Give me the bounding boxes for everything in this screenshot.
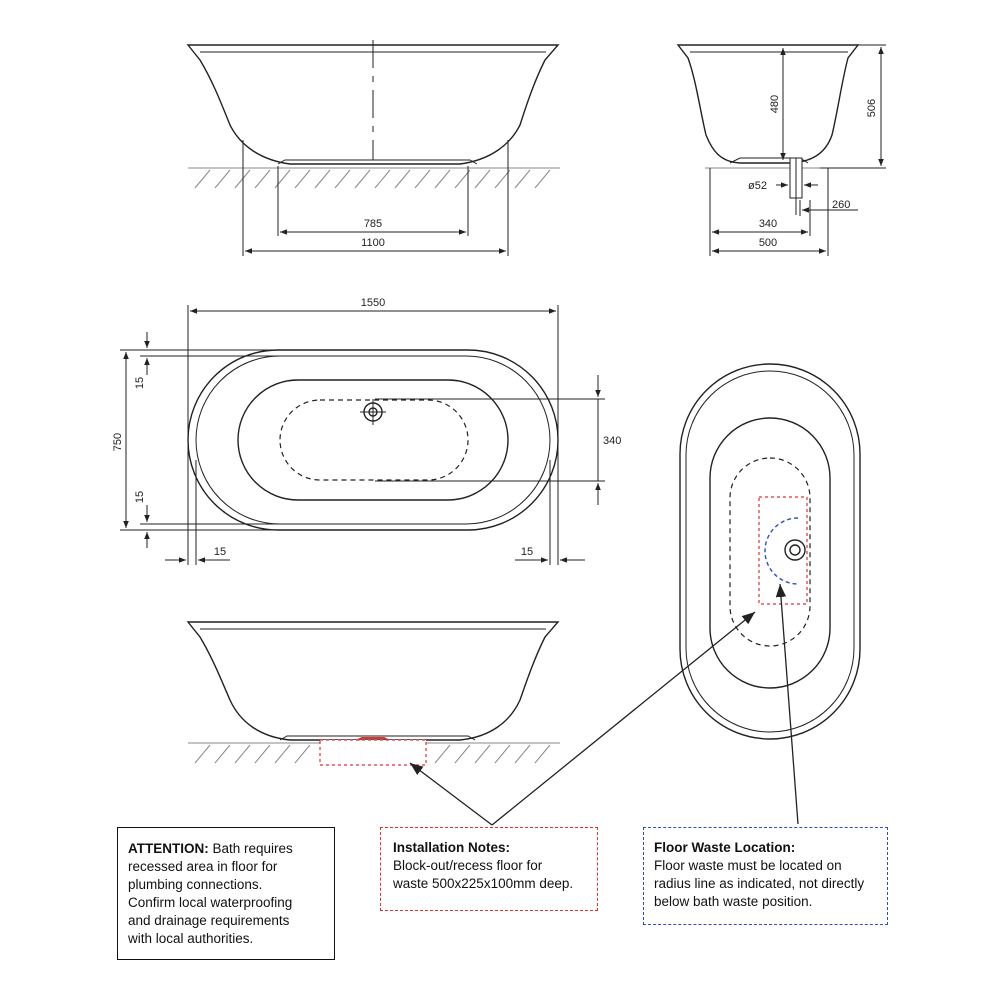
floor-waste-location-note: Floor Waste Location: Floor waste must b… (643, 827, 888, 925)
leader-arrows (409, 583, 799, 826)
floor-hatch (188, 167, 560, 189)
dim-785: 785 (364, 218, 382, 230)
recess-block-out (319, 739, 427, 766)
dim-1550: 1550 (361, 297, 385, 309)
waste-recess-zone (758, 496, 808, 605)
dim-side-340: 340 (759, 218, 777, 230)
floor-waste-line: Floor waste must be located on (654, 858, 842, 873)
floor-waste-heading: Floor Waste Location: (654, 840, 796, 855)
floor-waste-line: below bath waste position. (654, 894, 813, 909)
installation-heading: Installation Notes: (393, 840, 511, 855)
dim-506: 506 (866, 99, 878, 117)
plan-view-waste-location (679, 363, 861, 740)
dim-15-left: 15 (214, 546, 226, 558)
dim-1100: 1100 (361, 237, 385, 249)
dim-15-top: 15 (134, 377, 146, 389)
attention-text-first: Bath requires (212, 841, 293, 856)
attention-line: with local authorities. (128, 931, 254, 946)
dim-500: 500 (759, 237, 777, 249)
attention-note: ATTENTION: Bath requires recessed area i… (117, 827, 335, 960)
dim-15-bottom: 15 (134, 491, 146, 503)
floor-waste-line: radius line as indicated, not directly (654, 876, 865, 891)
attention-line: plumbing connections. (128, 877, 263, 892)
installation-notes: Installation Notes: Block-out/recess flo… (380, 827, 598, 911)
floor-waste-radius (764, 517, 799, 585)
side-bath-outline (676, 44, 860, 164)
attention-heading: ATTENTION: (128, 841, 209, 856)
plan-view (120, 305, 605, 565)
plan-outer-rim (187, 349, 559, 531)
installation-line: waste 500x225x100mm deep. (393, 876, 574, 891)
dim-plan-340: 340 (603, 435, 621, 447)
dim-750: 750 (112, 433, 124, 451)
attention-line: Confirm local waterproofing (128, 895, 293, 910)
dim-260: 260 (832, 199, 850, 211)
attention-line: recessed area in floor for (128, 859, 278, 874)
plan-inner-basin (237, 379, 509, 501)
front-elevation (186, 40, 560, 256)
installation-line: Block-out/recess floor for (393, 858, 543, 873)
dim-15-right: 15 (521, 546, 533, 558)
front-elevation-recess (186, 621, 560, 766)
attention-line: and drainage requirements (128, 913, 290, 928)
side-elevation (676, 44, 886, 256)
dim-480: 480 (769, 95, 781, 113)
dim-dia52: ø52 (748, 180, 767, 192)
